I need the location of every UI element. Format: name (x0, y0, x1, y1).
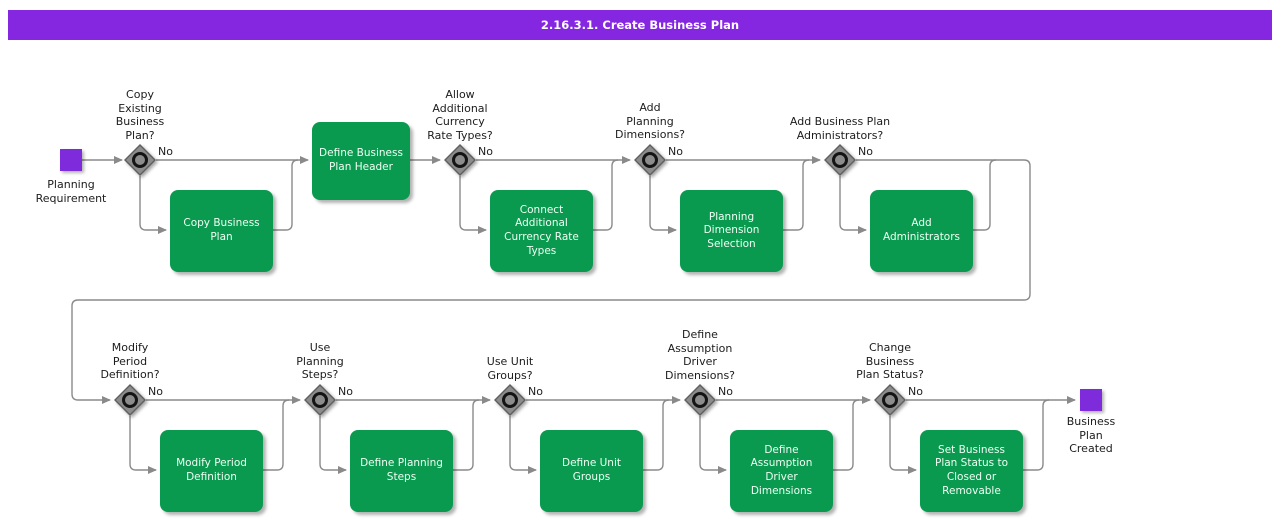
edge-unit-groups-merge (641, 399, 670, 471)
task-copy-business-plan[interactable]: Copy Business Plan (170, 190, 273, 272)
gateway-icon (124, 144, 156, 176)
decision-no-label: No (858, 145, 873, 158)
decision-add-planning-dimensions[interactable] (634, 144, 666, 176)
decision-allow-additional-currency-rate-types[interactable] (444, 144, 476, 176)
edge-add-admins-merge (971, 159, 997, 231)
decision-question: Use Planning Steps? (296, 341, 344, 381)
decision-no-label: No (478, 145, 493, 158)
edge-connect-rates-merge (591, 159, 619, 231)
decision-question: Add Planning Dimensions? (614, 101, 686, 141)
decision-change-business-plan-status[interactable] (874, 384, 906, 416)
gateway-icon (684, 384, 716, 416)
diagram-title: 2.16.3.1. Create Business Plan (540, 18, 740, 32)
gateway-icon (634, 144, 666, 176)
decision-no-label: No (908, 385, 923, 398)
decision-question: Allow Additional Currency Rate Types? (427, 88, 493, 142)
edge-d3-yes-to-dim-selection (649, 176, 677, 234)
task-planning-dimension-selection[interactable]: Planning Dimension Selection (680, 190, 783, 272)
task-set-business-plan-status[interactable]: Set Business Plan Status to Closed or Re… (920, 430, 1023, 512)
gateway-icon (304, 384, 336, 416)
decision-question: Define Assumption Driver Dimensions? (664, 328, 736, 382)
end-event-label: Business Plan Created (1066, 415, 1116, 455)
decision-copy-existing-business-plan[interactable] (124, 144, 156, 176)
decision-no-label: No (158, 145, 173, 158)
edge-d5-yes-to-modify-period (129, 416, 157, 474)
task-define-planning-steps[interactable]: Define Planning Steps (350, 430, 453, 512)
decision-no-label: No (528, 385, 543, 398)
start-event-node[interactable] (60, 149, 82, 171)
edge-dim-selection-merge (781, 159, 810, 231)
task-connect-additional-currency-rate-types[interactable]: Connect Additional Currency Rate Types (490, 190, 593, 272)
edge-row1-to-row2 (71, 159, 1031, 404)
gateway-icon (874, 384, 906, 416)
task-define-business-plan-header[interactable]: Define Business Plan Header (312, 122, 410, 200)
decision-no-label: No (668, 145, 683, 158)
decision-use-planning-steps[interactable] (304, 384, 336, 416)
task-define-assumption-driver-dimensions[interactable]: Define Assumption Driver Dimensions (730, 430, 833, 512)
edge-set-status-merge (1021, 399, 1050, 471)
edge-d6-yes-to-planning-steps (319, 416, 347, 474)
edge-d1-yes-to-copy-plan (139, 176, 167, 234)
decision-add-business-plan-administrators[interactable] (824, 144, 856, 176)
decision-use-unit-groups[interactable] (494, 384, 526, 416)
gateway-icon (444, 144, 476, 176)
gateway-icon (824, 144, 856, 176)
edge-d4-yes-to-add-admins (839, 176, 867, 234)
edge-d7-yes-to-unit-groups (509, 416, 537, 474)
task-define-unit-groups[interactable]: Define Unit Groups (540, 430, 643, 512)
decision-no-label: No (338, 385, 353, 398)
edge-copy-plan-merge (271, 159, 299, 231)
decision-question: Modify Period Definition? (100, 341, 160, 381)
gateway-icon (494, 384, 526, 416)
start-event-label: Planning Requirement (35, 178, 107, 205)
decision-question: Use Unit Groups? (486, 355, 534, 382)
decision-question: Add Business Plan Administrators? (789, 115, 891, 142)
task-add-administrators[interactable]: Add Administrators (870, 190, 973, 272)
edge-d2-yes-to-connect-rates (459, 176, 487, 234)
decision-define-assumption-driver-dimensions[interactable] (684, 384, 716, 416)
edge-planning-steps-merge (451, 399, 480, 471)
task-modify-period-definition[interactable]: Modify Period Definition (160, 430, 263, 512)
decision-question: Change Business Plan Status? (856, 341, 924, 381)
gateway-icon (114, 384, 146, 416)
end-event-node[interactable] (1080, 389, 1102, 411)
decision-question: Copy Existing Business Plan? (115, 88, 165, 142)
decision-no-label: No (148, 385, 163, 398)
edge-assumption-dims-merge (831, 399, 860, 471)
edge-d9-yes-to-set-status (889, 416, 917, 474)
decision-no-label: No (718, 385, 733, 398)
diagram-title-bar: 2.16.3.1. Create Business Plan (8, 10, 1272, 40)
edge-modify-period-merge (261, 399, 290, 471)
decision-modify-period-definition[interactable] (114, 384, 146, 416)
edge-d8-yes-to-assumption-dims (699, 416, 727, 474)
